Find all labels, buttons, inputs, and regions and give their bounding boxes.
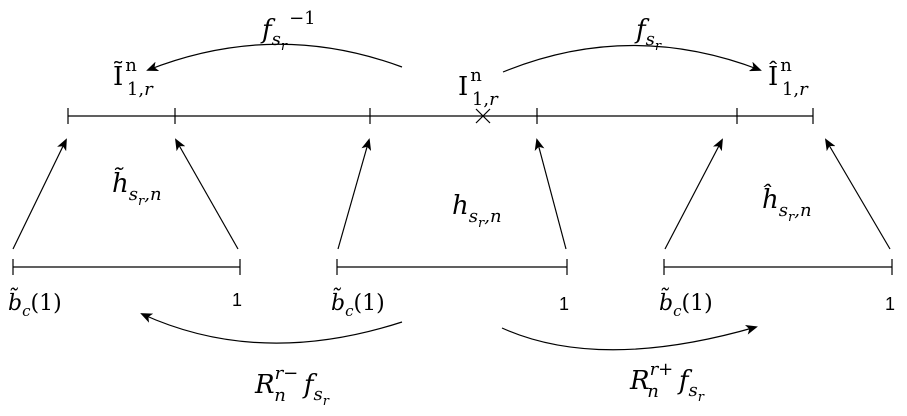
label-one-1: 1 bbox=[232, 290, 242, 310]
top-interval bbox=[67, 108, 814, 124]
map-arrow-4 bbox=[534, 138, 567, 250]
label-f: fsr bbox=[634, 15, 662, 54]
map-arrow-3 bbox=[337, 138, 372, 250]
arrow-renorm-minus bbox=[140, 313, 403, 344]
bottom-interval-2 bbox=[336, 259, 568, 275]
label-h-tilde: h̃sr,n bbox=[112, 167, 162, 209]
map-arrow-2 bbox=[175, 138, 239, 250]
map-arrow-6 bbox=[824, 138, 891, 250]
bottom-interval-1 bbox=[12, 259, 241, 275]
label-h-hat: ĥsr,n bbox=[762, 183, 812, 225]
map-arrow-5 bbox=[664, 138, 723, 250]
bottom-interval-3 bbox=[663, 259, 893, 275]
arrow-f-inverse bbox=[146, 43, 403, 71]
label-bc-2: b̃c(1) bbox=[331, 286, 385, 320]
label-bc-1: b̃c(1) bbox=[8, 286, 62, 320]
mapping-arrows bbox=[12, 138, 891, 250]
label-one-2: 1 bbox=[559, 294, 569, 314]
arrow-f bbox=[502, 44, 762, 73]
map-arrow-1 bbox=[12, 138, 67, 250]
arrow-renorm-plus bbox=[501, 324, 758, 351]
label-bc-3: b̃c(1) bbox=[659, 286, 713, 320]
cross-mark-b bbox=[475, 108, 491, 124]
label-h: hsr,n bbox=[452, 191, 502, 231]
label-f-inverse: fsr−1 bbox=[260, 8, 316, 54]
label-one-3: 1 bbox=[885, 294, 895, 314]
